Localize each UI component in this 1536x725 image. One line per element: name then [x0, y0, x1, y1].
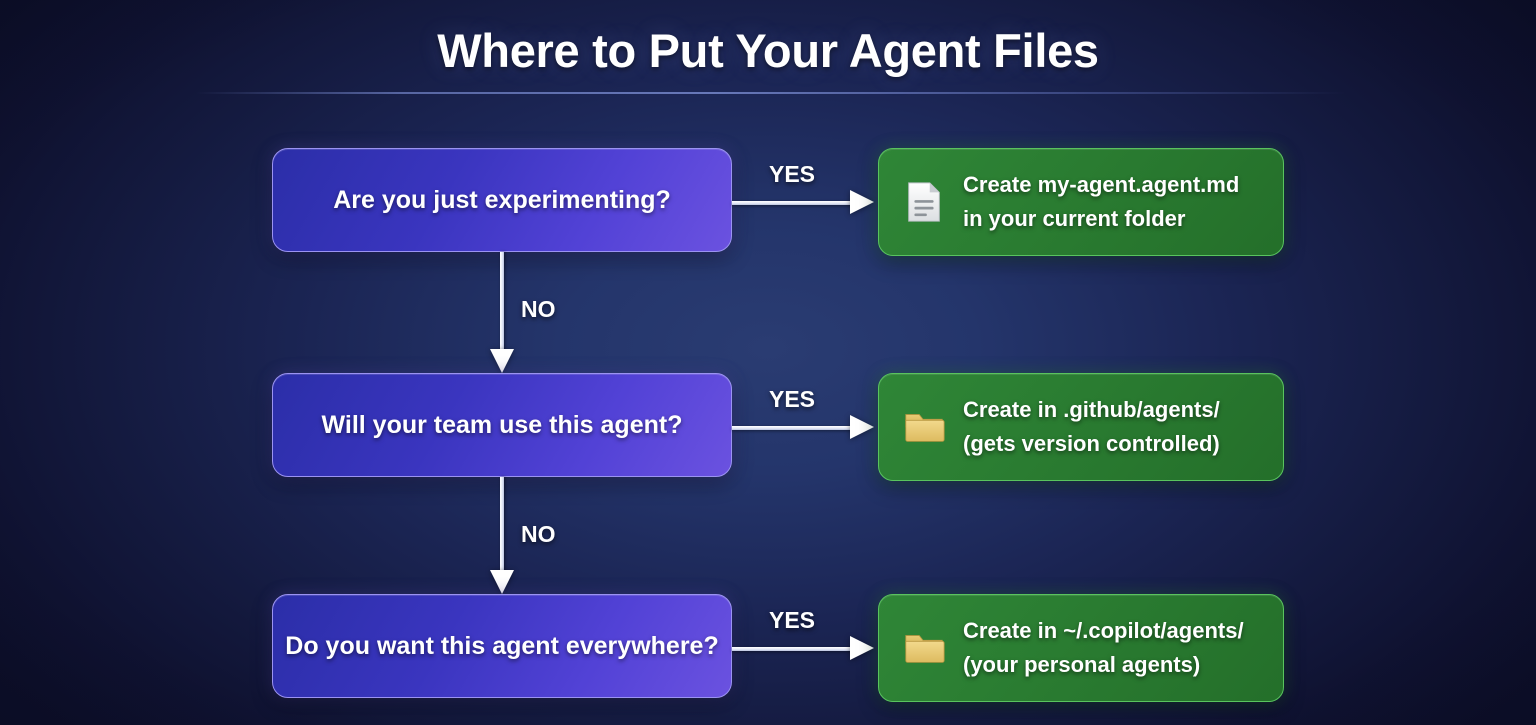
arrow-line — [500, 477, 504, 572]
folder-icon — [905, 414, 945, 442]
decision-box-everywhere[interactable]: Do you want this agent everywhere? — [272, 594, 732, 698]
title-divider — [196, 92, 1346, 94]
result-line-2: in your current folder — [963, 206, 1186, 231]
result-box-copilot-agents[interactable]: Create in ~/.copilot/agents/ (your perso… — [878, 594, 1284, 702]
arrow-line — [732, 201, 854, 205]
result-line-1: Create my-agent.agent.md — [963, 172, 1240, 198]
result-box-github-agents[interactable]: Create in .github/agents/ (gets version … — [878, 373, 1284, 481]
result-box-current-folder[interactable]: Create my-agent.agent.md in your current… — [878, 148, 1284, 256]
result-line-1: Create in .github/agents/ — [963, 397, 1220, 423]
no-arrow-connector: NO — [490, 252, 597, 373]
arrow-line — [500, 252, 504, 351]
no-arrow-connector: NO — [490, 477, 597, 594]
result-text: Create in ~/.copilot/agents/ (your perso… — [963, 615, 1244, 681]
result-text: Create in .github/agents/ (gets version … — [963, 394, 1220, 460]
folder-icon — [905, 635, 945, 663]
arrow-head-icon — [490, 570, 514, 594]
result-line-2: (gets version controlled) — [963, 431, 1220, 456]
decision-box-experimenting[interactable]: Are you just experimenting? — [272, 148, 732, 252]
yes-arrow-connector: YES — [732, 386, 878, 439]
title-bar: Where to Put Your Agent Files — [0, 0, 1536, 100]
arrow-head-icon — [850, 635, 874, 660]
yes-arrow-connector: YES — [732, 607, 878, 660]
arrow-line — [732, 426, 854, 430]
yes-arrow-connector: YES — [732, 161, 878, 214]
page-title: Where to Put Your Agent Files — [437, 23, 1099, 77]
yes-arrow-label: YES — [769, 607, 816, 633]
decision-label: Do you want this agent everywhere? — [285, 631, 719, 660]
arrow-head-icon — [490, 349, 514, 373]
arrow-head-icon — [850, 414, 874, 439]
result-text: Create my-agent.agent.md in your current… — [963, 169, 1239, 235]
arrow-head-icon — [850, 189, 874, 214]
decision-label: Are you just experimenting? — [333, 185, 671, 214]
decision-label: Will your team use this agent? — [321, 410, 683, 439]
result-line-1: Create in ~/.copilot/agents/ — [963, 618, 1244, 644]
decision-box-team-use[interactable]: Will your team use this agent? — [272, 373, 732, 477]
no-arrow-label: NO — [521, 521, 556, 547]
no-arrow-label: NO — [521, 296, 556, 322]
document-icon — [908, 182, 940, 222]
yes-arrow-label: YES — [769, 161, 816, 187]
arrow-line — [732, 647, 854, 651]
yes-arrow-label: YES — [769, 386, 816, 412]
result-line-2: (your personal agents) — [963, 652, 1201, 677]
